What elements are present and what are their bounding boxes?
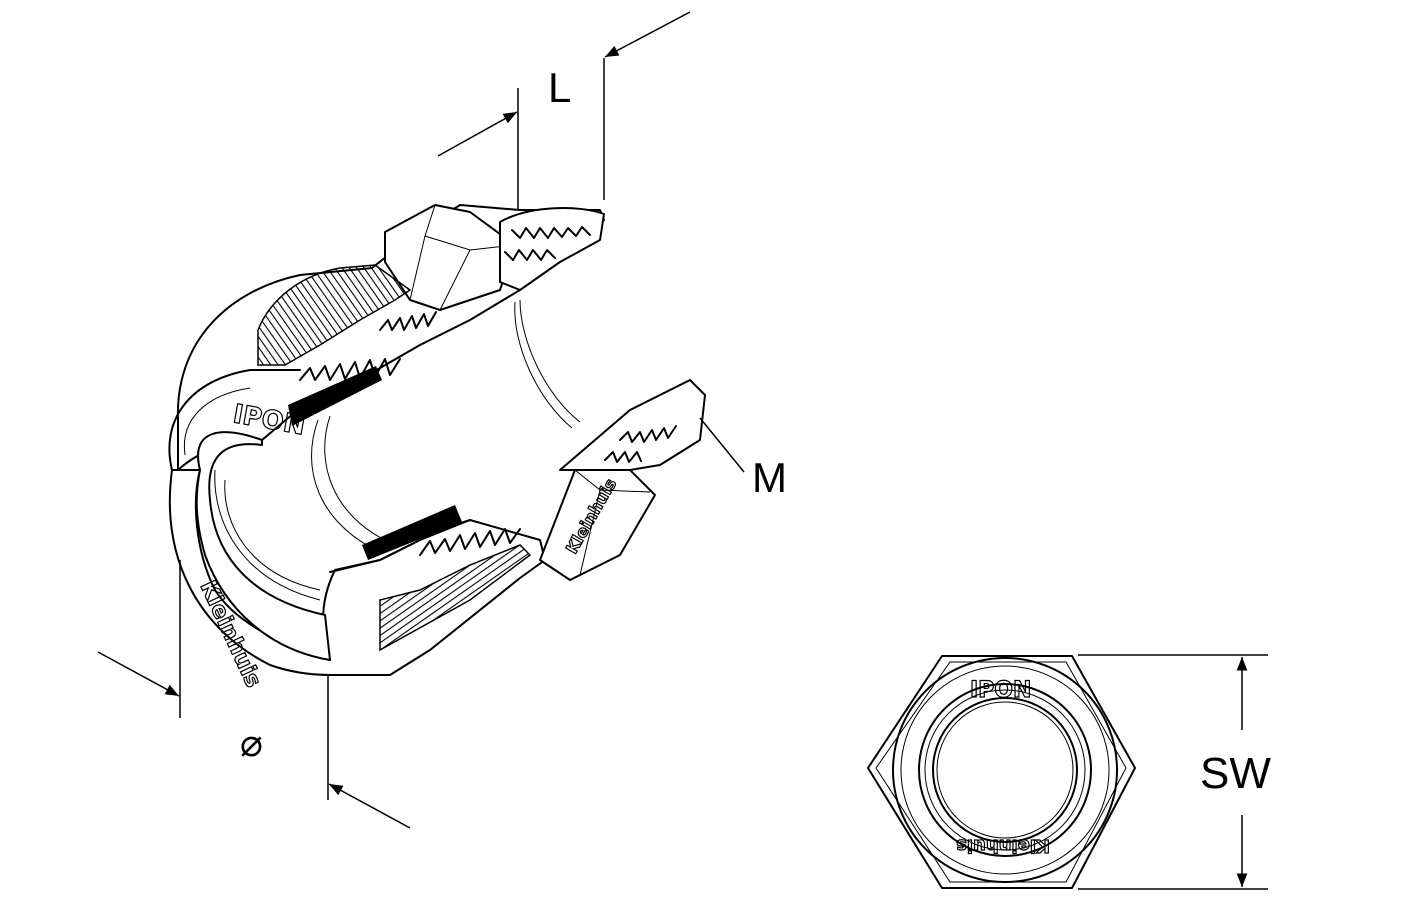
lower-body-half bbox=[168, 379, 706, 676]
front-hex-view: IPON Kleinhuis SW bbox=[867, 654, 1271, 890]
dimension-diameter-label: ⌀ bbox=[240, 723, 263, 765]
hex-brand-text: Kleinhuis bbox=[956, 835, 1050, 856]
isometric-cutaway-view: IPON Kleinhuis Kleinhuis L M ⌀ bbox=[97, 11, 787, 829]
outer-ring bbox=[892, 657, 1118, 883]
dimension-l-label: L bbox=[548, 64, 571, 111]
dimension-m: M bbox=[699, 417, 787, 501]
dimension-diameter: ⌀ bbox=[97, 560, 411, 829]
hex-outline bbox=[867, 655, 1136, 889]
dimension-l: L bbox=[437, 11, 691, 210]
dimension-sw-label: SW bbox=[1200, 749, 1271, 798]
hex-product-text: IPON bbox=[970, 678, 1031, 703]
dimension-sw: SW bbox=[1078, 654, 1271, 890]
bore-ring bbox=[932, 697, 1078, 843]
dimension-m-label: M bbox=[752, 454, 787, 501]
upper-body-half bbox=[168, 204, 605, 471]
inner-bore bbox=[311, 299, 581, 549]
middle-ring bbox=[918, 683, 1092, 857]
